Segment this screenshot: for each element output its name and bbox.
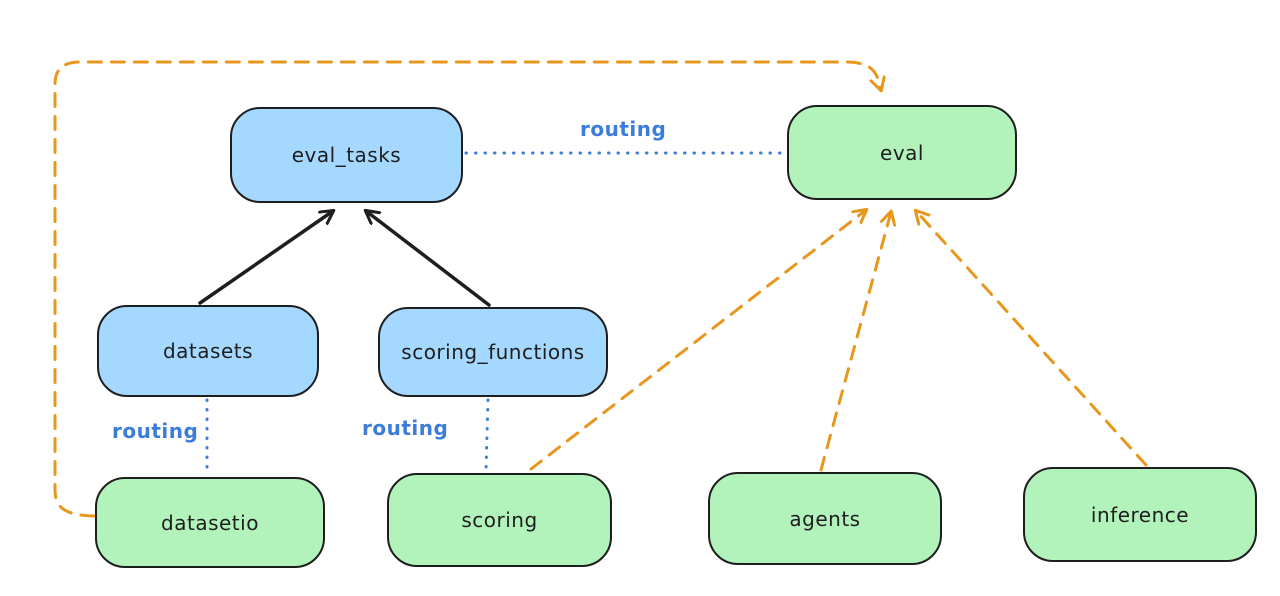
- node-datasetio: datasetio: [95, 477, 325, 568]
- node-eval-tasks-label: eval_tasks: [291, 143, 402, 167]
- edge-label-routing-mid: routing: [362, 416, 449, 440]
- node-datasets: datasets: [97, 305, 319, 397]
- edge-label-routing-left: routing: [112, 419, 199, 443]
- node-eval: eval: [787, 105, 1017, 200]
- node-eval-tasks: eval_tasks: [230, 107, 463, 203]
- edge-scoring-to-eval: [529, 210, 866, 471]
- node-scoring-functions: scoring_functions: [378, 307, 608, 397]
- edge-inference-to-eval: [916, 211, 1148, 467]
- edge-datasets-to-eval-tasks: [198, 211, 333, 305]
- node-agents-label: agents: [789, 506, 861, 531]
- edge-datasetio-to-eval: [53, 60, 881, 518]
- edge-agents-to-eval: [819, 212, 891, 472]
- node-datasetio-label: datasetio: [161, 510, 259, 535]
- node-scoring-functions-label: scoring_functions: [401, 340, 585, 364]
- node-agents: agents: [708, 472, 942, 565]
- node-eval-label: eval: [880, 140, 924, 165]
- node-scoring-label: scoring: [461, 508, 538, 532]
- edge-scoring-functions-to-eval-tasks: [366, 211, 491, 307]
- edge-scoring-functions-to-scoring-routing: [484, 398, 490, 472]
- node-inference: inference: [1023, 467, 1257, 562]
- node-inference-label: inference: [1090, 502, 1190, 527]
- node-datasets-label: datasets: [162, 339, 254, 363]
- node-scoring: scoring: [387, 473, 612, 567]
- edge-label-routing-top: routing: [580, 117, 667, 141]
